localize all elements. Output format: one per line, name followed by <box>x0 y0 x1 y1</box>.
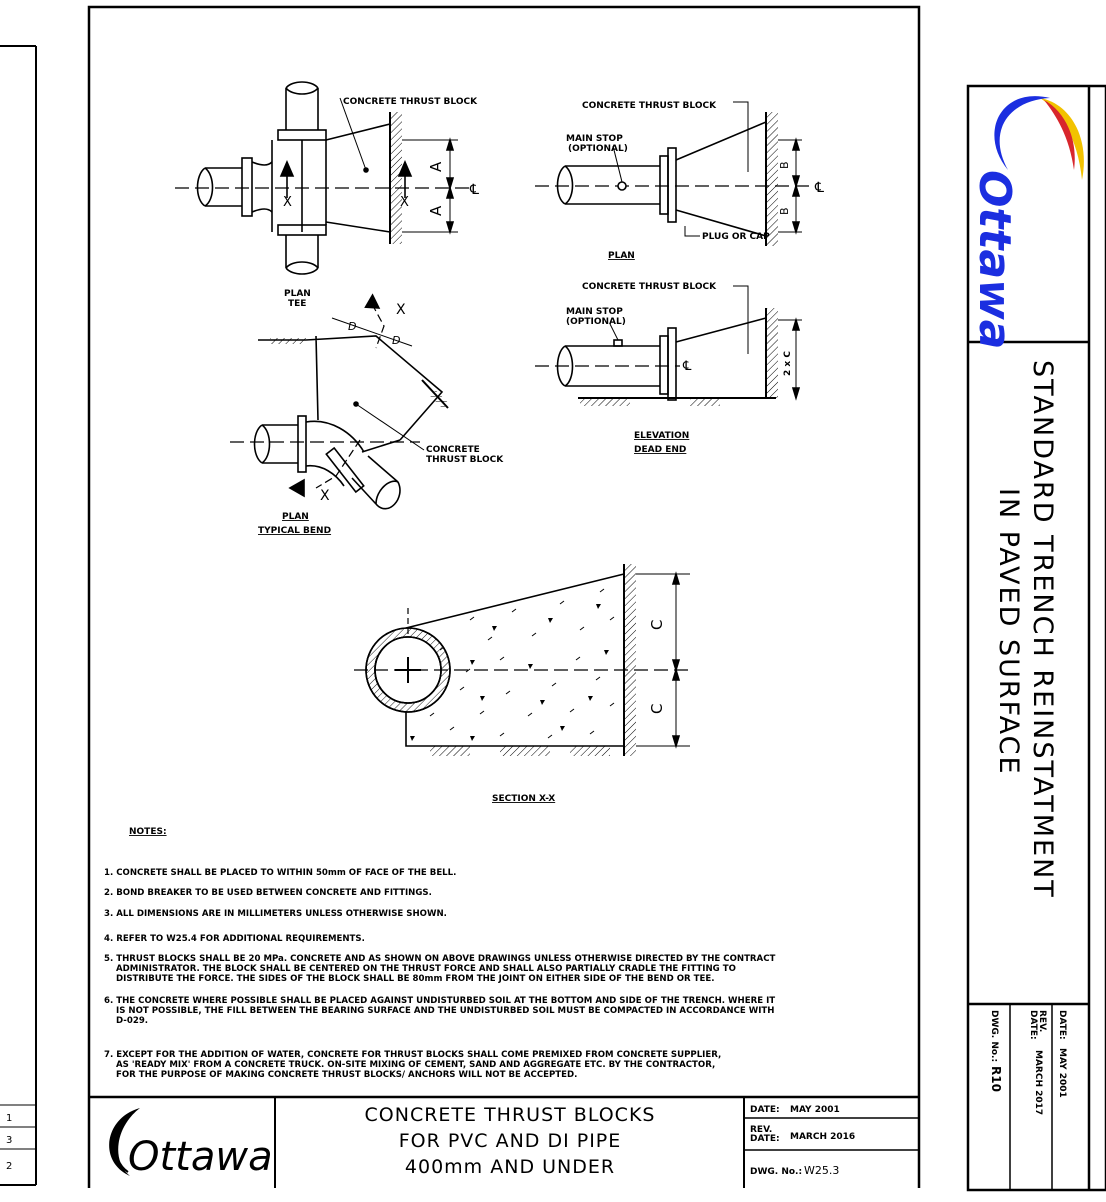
label-x-bend-top: X <box>396 302 406 318</box>
dwg-value: W25.3 <box>804 1164 839 1177</box>
bend-plan-view <box>230 293 449 510</box>
right-rev-label-2: DATE: <box>1028 1010 1038 1040</box>
label-concrete-bend-1: CONCRETE <box>426 445 480 455</box>
label-dim-d-2: D <box>392 334 400 347</box>
note-3: 3. ALL DIMENSIONS ARE IN MILLIMETERS UNL… <box>104 909 447 919</box>
right-sheet-title: STANDARD TRENCH REINSTATMENT IN PAVED SU… <box>993 360 1058 899</box>
notes-section: NOTES: 1. CONCRETE SHALL BE PLACED TO WI… <box>104 827 776 1080</box>
note-5-line-1: 5. THRUST BLOCKS SHALL BE 20 MPa. CONCRE… <box>104 954 776 964</box>
note-6-line-3: D-029. <box>116 1016 148 1026</box>
note-5-line-3: DISTRIBUTE THE FORCE. THE SIDES OF THE B… <box>116 974 714 984</box>
title-line-3: 400mm AND UNDER <box>405 1156 615 1178</box>
left-sheet-num-3: 2 <box>6 1161 12 1172</box>
label-main-stop-1: MAIN STOP <box>566 134 623 144</box>
label-dim-c-bottom: C <box>648 704 666 714</box>
label-section-x-x: SECTION X-X <box>492 794 555 804</box>
label-plan-dead-end: PLAN <box>608 251 635 261</box>
note-6-line-1: 6. THE CONCRETE WHERE POSSIBLE SHALL BE … <box>104 996 775 1006</box>
note-7-line-3: FOR THE PURPOSE OF MAKING CONCRETE THRUS… <box>116 1070 577 1080</box>
dead-end-elevation-view <box>535 285 802 406</box>
note-7-line-1: 7. EXCEPT FOR THE ADDITION OF WATER, CON… <box>104 1050 721 1060</box>
label-dim-a-bottom: A <box>427 205 445 216</box>
label-plug-or-cap: PLUG OR CAP <box>702 232 770 242</box>
label-main-stop-elev-2: (OPTIONAL) <box>566 317 626 327</box>
note-2: 2. BOND BREAKER TO BE USED BETWEEN CONCR… <box>104 888 432 898</box>
title-block-title: CONCRETE THRUST BLOCKS FOR PVC AND DI PI… <box>365 1104 656 1178</box>
label-dim-d-1: D <box>348 320 356 333</box>
right-dwg-value: R10 <box>989 1066 1003 1092</box>
label-plan-tee-1: PLAN <box>284 289 311 299</box>
label-dim-b-top: B <box>778 161 791 169</box>
right-rev-label-1: REV. <box>1037 1010 1047 1032</box>
tee-plan-view <box>175 81 470 275</box>
label-x-bend-bottom: X <box>320 488 330 504</box>
label-x-tee-right: X <box>400 195 409 210</box>
label-dim-2xc: 2 x C <box>783 351 793 376</box>
right-sheet <box>966 84 1106 1192</box>
label-main-stop-elev-1: MAIN STOP <box>566 307 623 317</box>
rev-value: MARCH 2016 <box>790 1132 855 1142</box>
right-title-line-2: IN PAVED SURFACE <box>993 488 1024 776</box>
label-dead-end: DEAD END <box>634 445 686 455</box>
left-sheet-num-2: 3 <box>6 1135 12 1146</box>
label-centerline-plan: ℄ <box>814 180 824 196</box>
note-7-line-2: AS 'READY MIX' FROM A CONCRETE TRUCK. ON… <box>116 1060 715 1070</box>
left-sheet: 1 3 2 <box>0 45 37 1186</box>
date-value: MAY 2001 <box>790 1105 840 1115</box>
rev-label-1: REV. <box>750 1125 772 1135</box>
label-dim-b-bottom: B <box>778 207 791 215</box>
right-sheet-logo-text: Ottawa <box>969 170 1020 350</box>
note-1: 1. CONCRETE SHALL BE PLACED TO WITHIN 50… <box>104 868 456 878</box>
note-4: 4. REFER TO W25.4 FOR ADDITIONAL REQUIRE… <box>104 934 365 944</box>
label-elevation: ELEVATION <box>634 431 689 441</box>
label-dim-a-top: A <box>427 161 445 172</box>
label-plan-bend: PLAN <box>282 512 309 522</box>
note-6-line-2: IS NOT POSSIBLE, THE FILL BETWEEN THE BE… <box>116 1006 774 1016</box>
right-sheet-logo: Ottawa <box>969 96 1084 350</box>
dead-end-plan-view <box>535 101 815 246</box>
title-line-1: CONCRETE THRUST BLOCKS <box>365 1104 656 1126</box>
label-plan-tee-2: TEE <box>288 299 306 309</box>
label-centerline-elev: ℄ <box>682 359 692 374</box>
label-main-stop-2: (OPTIONAL) <box>568 144 628 154</box>
label-concrete-thrust-block-plan: CONCRETE THRUST BLOCK <box>582 101 717 111</box>
section-x-x-view <box>354 564 690 756</box>
right-rev-value: MARCH 2017 <box>1033 1050 1043 1115</box>
note-5-line-2: ADMINISTRATOR. THE BLOCK SHALL BE CENTER… <box>116 964 736 974</box>
left-sheet-num-1: 1 <box>6 1113 12 1124</box>
label-dim-c-top: C <box>648 620 666 630</box>
title-block-logo: Ottawa <box>109 1108 273 1180</box>
right-date-value: MAY 2001 <box>1057 1048 1067 1098</box>
right-date-label: DATE: <box>1057 1010 1067 1040</box>
label-x-tee-left: X <box>283 195 292 210</box>
right-sheet-info: DATE: MAY 2001 REV. DATE: MARCH 2017 DWG… <box>989 1010 1067 1115</box>
main-sheet-border <box>87 5 921 1188</box>
title-block-info: DATE: MAY 2001 REV. DATE: MARCH 2016 DWG… <box>750 1105 855 1177</box>
title-block <box>89 1095 919 1188</box>
dwg-label: DWG. No.: <box>750 1167 802 1177</box>
label-typical-bend: TYPICAL BEND <box>258 526 331 536</box>
label-concrete-thrust-block-tee: CONCRETE THRUST BLOCK <box>343 97 478 107</box>
right-title-line-1: STANDARD TRENCH REINSTATMENT <box>1027 360 1058 899</box>
rev-label-2: DATE: <box>750 1134 780 1144</box>
label-concrete-bend-2: THRUST BLOCK <box>426 455 504 465</box>
title-block-logo-text: Ottawa <box>128 1134 273 1180</box>
label-concrete-thrust-block-elev: CONCRETE THRUST BLOCK <box>582 282 717 292</box>
notes-heading: NOTES: <box>129 827 167 837</box>
title-line-2: FOR PVC AND DI PIPE <box>399 1130 622 1152</box>
date-label: DATE: <box>750 1105 780 1115</box>
right-dwg-label: DWG. No.: <box>989 1010 999 1062</box>
label-centerline-tee: ℄ <box>469 182 479 198</box>
